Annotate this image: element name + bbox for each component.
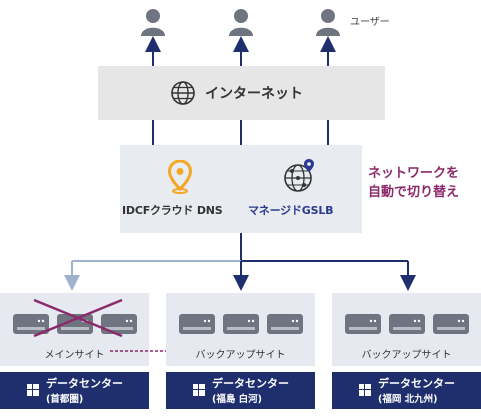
user-icon: [229, 9, 253, 36]
windows-icon: [193, 384, 205, 396]
user-icon: [316, 9, 340, 36]
datacenter-location: (首都圏): [46, 394, 84, 405]
site-status-label: メインサイト: [44, 350, 105, 361]
auto-switch-note-line2: 自動で切り替え: [368, 185, 460, 200]
datacenter-name: データセンター: [46, 377, 123, 390]
windows-icon: [359, 384, 371, 396]
server-icon: [13, 314, 137, 334]
datacenter-location: (福岡 北九州): [378, 394, 438, 405]
location-pin-icon: [168, 160, 192, 194]
dns-label: IDCFクラウド DNS: [122, 204, 223, 217]
server-group: [12, 313, 138, 339]
auto-switch-note: ネットワークを 自動で切り替え: [368, 164, 459, 202]
gslb-label: マネージドGSLB: [248, 204, 334, 217]
site-status-label: バックアップサイト: [361, 350, 452, 361]
server-group: [344, 313, 470, 339]
user-icon: [141, 9, 165, 36]
internet-label: インターネット: [205, 86, 303, 102]
auto-switch-note-line1: ネットワークを: [368, 166, 460, 181]
failure-cross-icon: [33, 298, 123, 338]
users-label: ユーザー: [350, 17, 390, 28]
site-status-label: バックアップサイト: [195, 350, 286, 361]
datacenter-name: データセンター: [378, 377, 455, 390]
dns-box: [120, 145, 362, 233]
gslb-globe-icon: [284, 159, 314, 192]
server-icon: [179, 314, 303, 334]
globe-icon: [171, 81, 195, 105]
internet-box: [98, 66, 385, 120]
datacenter-name: データセンター: [212, 377, 289, 390]
datacenter-location: (福島 白河): [212, 394, 262, 405]
datacenter-bar: データセンター (福島 白河): [166, 372, 315, 409]
server-group: [178, 313, 304, 339]
datacenter-bar: データセンター (福岡 北九州): [332, 372, 481, 409]
datacenter-bar: データセンター (首都圏): [0, 372, 149, 409]
server-icon: [345, 314, 469, 334]
windows-icon: [27, 384, 39, 396]
